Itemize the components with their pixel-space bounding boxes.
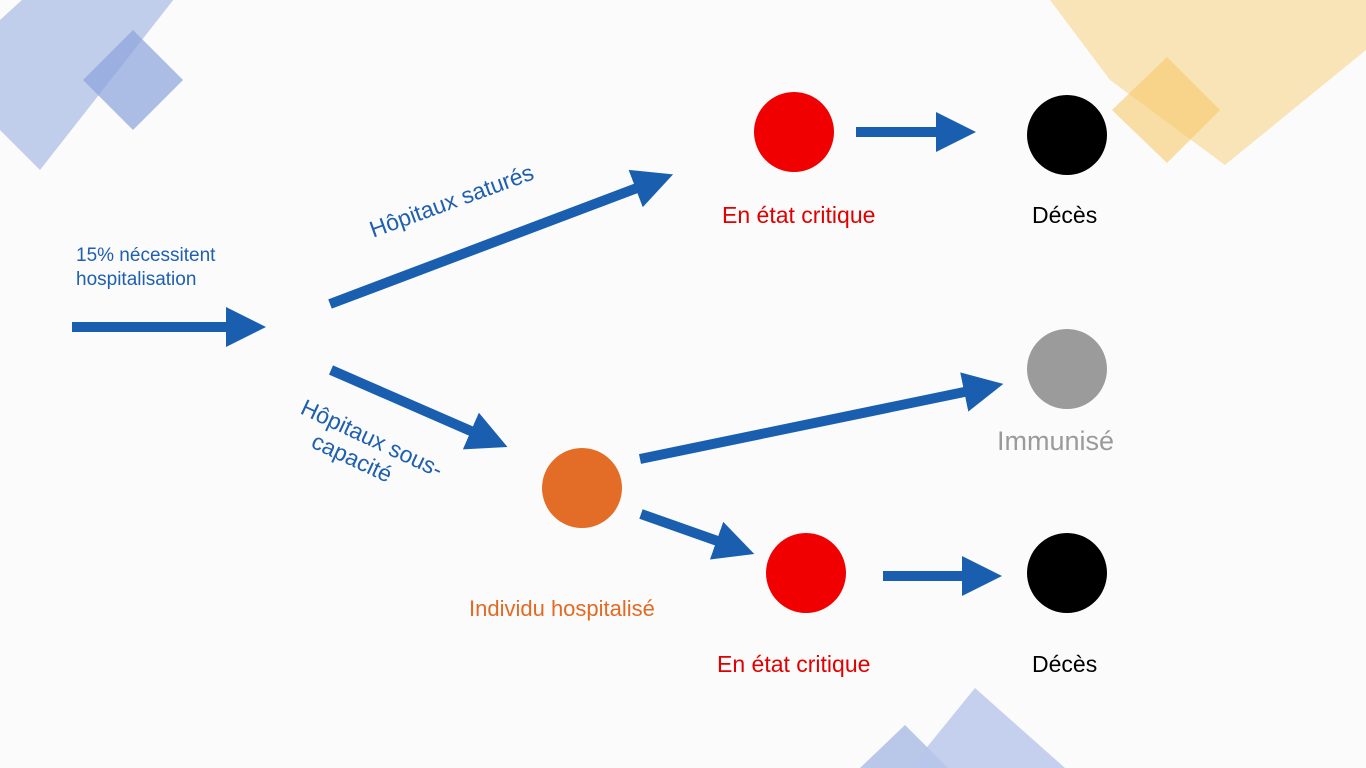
intro-line-2: hospitalisation <box>76 269 197 290</box>
hospitalized-node <box>542 448 622 528</box>
intro-text: 15% nécessitent hospitalisation <box>76 244 215 292</box>
critical-node-bottom <box>766 533 846 613</box>
critical-node-top <box>754 92 834 172</box>
arrow-under-capacity <box>329 365 508 450</box>
intro-line-1: 15% nécessitent <box>76 245 216 266</box>
immune-label: Immunisé <box>997 426 1115 456</box>
death-label-bottom: Décès <box>1032 651 1098 677</box>
death-node-top <box>1027 95 1107 175</box>
top-right-diamonds <box>1050 0 1366 165</box>
critical-label-bottom: En état critique <box>717 651 871 677</box>
critical-label-top: En état critique <box>722 202 876 228</box>
hospitalized-label: Individu hospitalisé <box>469 596 655 621</box>
top-left-diamonds <box>0 0 183 170</box>
immune-node <box>1027 329 1107 409</box>
arrow-hospitalized-to-immune <box>638 372 1004 464</box>
death-node-bottom <box>1027 533 1107 613</box>
bottom-center-diamonds <box>860 688 1065 768</box>
arrow-saturated <box>328 169 674 309</box>
arrow-hospitalized-to-critical <box>639 509 755 560</box>
death-label-top: Décès <box>1032 202 1098 228</box>
